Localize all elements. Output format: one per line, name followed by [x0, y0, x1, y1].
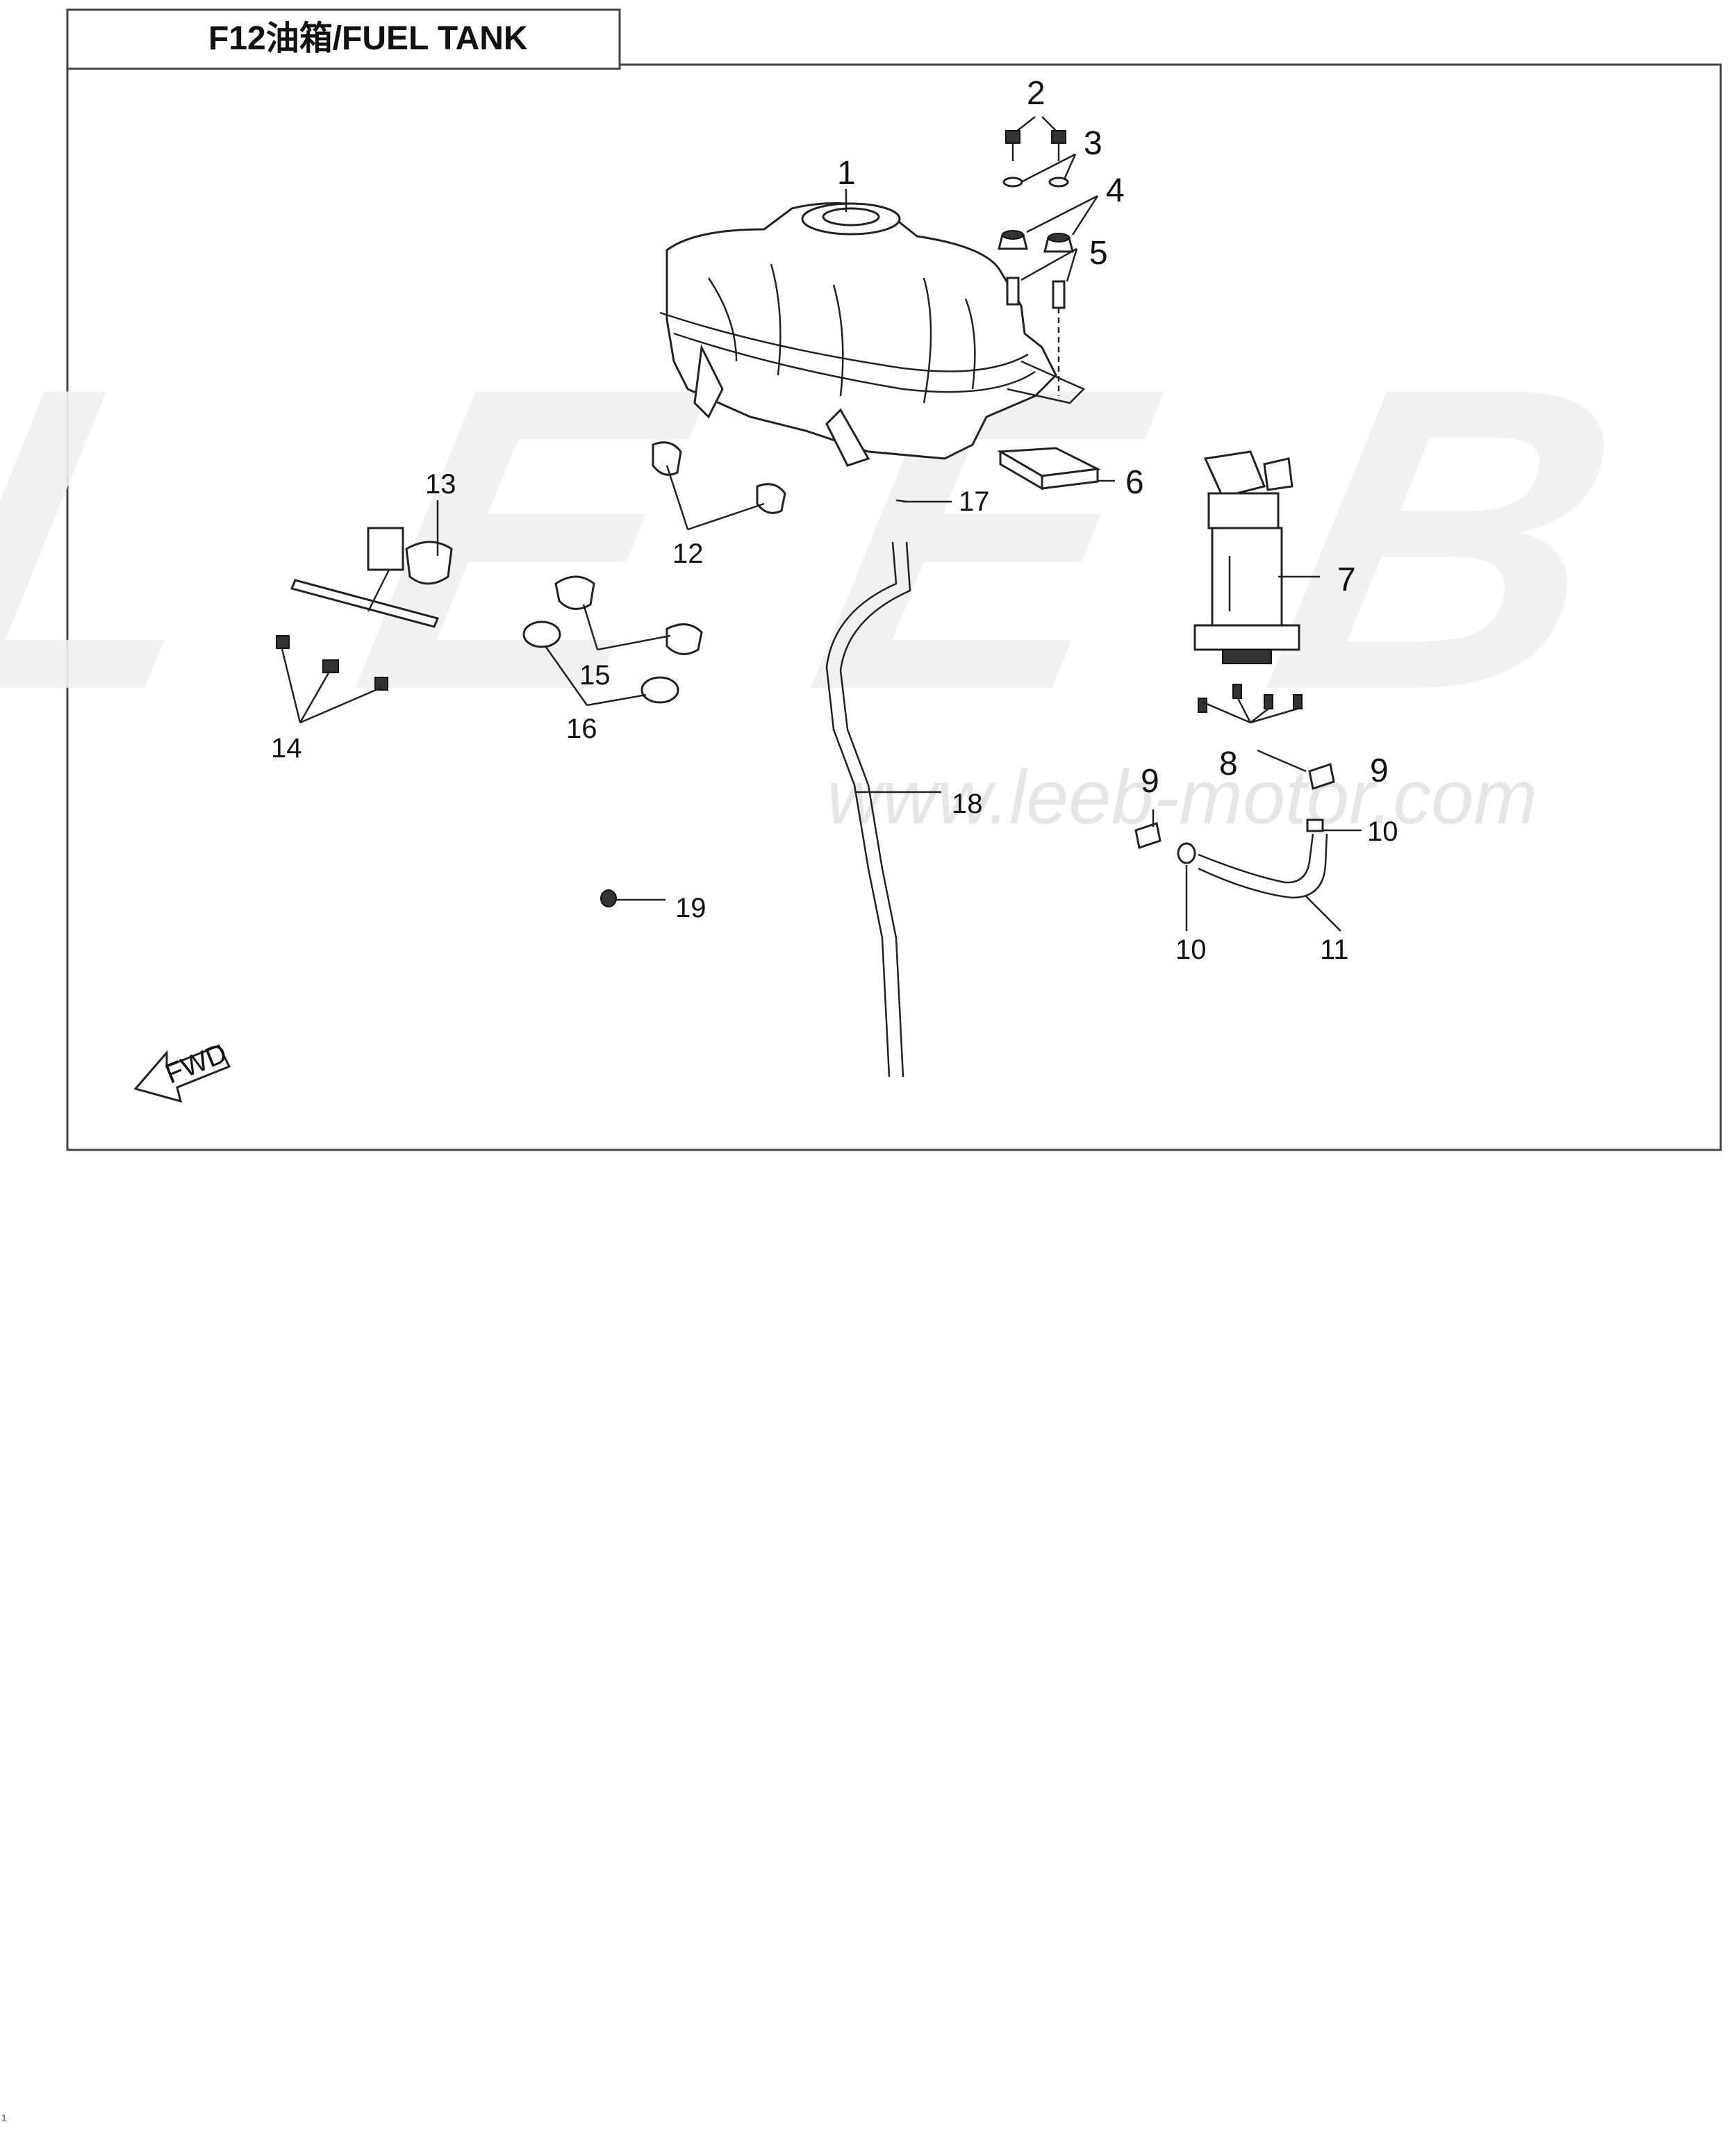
callout-labels: 1 2 3 4 5 6 7 8 9 9 10 10 11 12 13 14 15…	[271, 75, 1398, 965]
fuel-line-part	[1134, 763, 1335, 899]
forward-arrow: FWD	[133, 1037, 231, 1103]
pad-part	[996, 447, 1102, 491]
callout-15: 15	[579, 660, 611, 691]
callout-8: 8	[1219, 746, 1238, 782]
callout-12: 12	[672, 538, 704, 569]
callout-9-right: 9	[1370, 752, 1389, 789]
grommet-parts	[998, 230, 1074, 253]
watermark-url: www.leeb-motor.com	[827, 755, 1537, 840]
washer-parts	[1002, 176, 1069, 188]
title-box	[66, 8, 621, 70]
fuel-pump-part	[1193, 450, 1300, 664]
screw-19-part	[600, 889, 617, 907]
page-number: 1	[1, 2112, 7, 2123]
callout-3: 3	[1084, 125, 1102, 162]
fuel-tank-part	[659, 202, 1086, 467]
callout-13: 13	[425, 469, 456, 500]
callout-6: 6	[1125, 464, 1144, 501]
diagram-title: F12油箱/FUEL TANK	[208, 20, 528, 57]
hose-sleeve-parts	[554, 575, 703, 655]
callout-19: 19	[675, 893, 706, 923]
callout-18: 18	[952, 789, 983, 819]
callout-7: 7	[1337, 561, 1356, 598]
callout-14: 14	[271, 733, 302, 764]
diagram-frame	[66, 63, 1722, 1151]
hose-clamp-parts	[522, 620, 679, 704]
callout-9-left: 9	[1141, 763, 1159, 800]
callout-10-right: 10	[1367, 816, 1398, 847]
callout-2: 2	[1027, 75, 1045, 112]
fuel-sender-part	[276, 527, 453, 691]
callout-11: 11	[1320, 935, 1349, 965]
callout-17: 17	[959, 486, 990, 517]
collar-parts	[1006, 277, 1066, 396]
callout-5: 5	[1089, 235, 1108, 272]
fwd-label: FWD	[161, 1037, 231, 1089]
bolt-parts	[1005, 130, 1066, 161]
leader-lines	[280, 116, 1362, 932]
callout-10-left: 10	[1175, 935, 1207, 965]
callout-16: 16	[566, 714, 597, 744]
callout-1: 1	[837, 155, 856, 192]
tank-mount-grommet-parts	[652, 441, 786, 514]
callout-4: 4	[1106, 172, 1125, 209]
pump-screw-parts	[1198, 684, 1303, 713]
